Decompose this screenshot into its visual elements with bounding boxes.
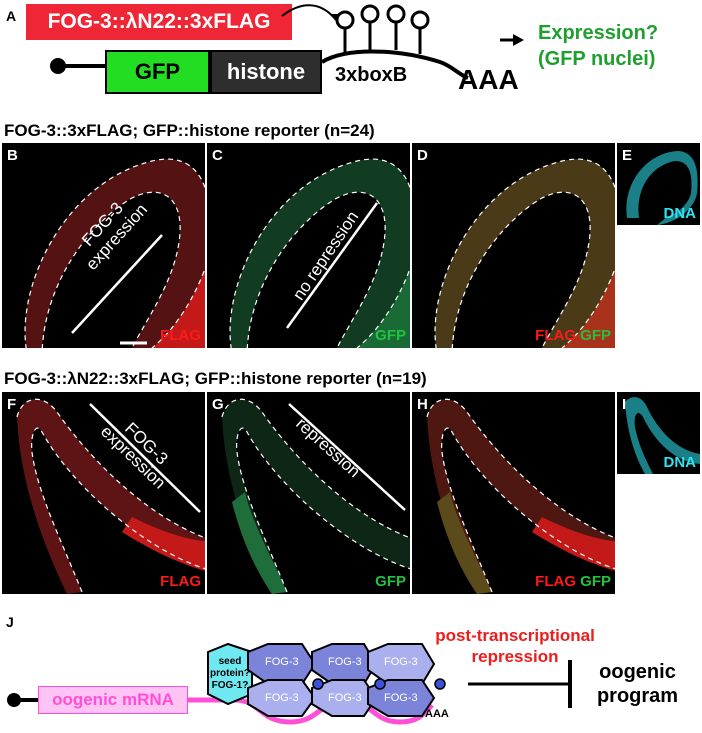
- polya-label-a: AAA: [458, 64, 519, 95]
- histone-box-label: histone: [226, 59, 306, 84]
- polya-label-j: AAA: [425, 708, 449, 720]
- gonad-c: [229, 158, 410, 348]
- fog3-label-2: FOG-3: [328, 656, 362, 668]
- seed-line-3: FOG-1?: [211, 680, 249, 691]
- gfp-label-g: GFP: [375, 573, 406, 590]
- gfp-box: [105, 50, 210, 94]
- panel-letter-f: F: [7, 396, 17, 413]
- prog-line-2: program: [596, 685, 679, 707]
- gonad-e: [626, 151, 698, 225]
- gfp-label-d: GFP: [580, 327, 611, 344]
- gonad-i: [625, 397, 700, 474]
- boxb-label: 3xboxB: [335, 64, 408, 86]
- oogenic-program-label: oogenic program: [580, 660, 695, 708]
- gonad-b: [24, 158, 205, 348]
- micrograph-i: I DNA: [617, 392, 700, 474]
- micrograph-h: H FLAG GFP: [412, 392, 615, 594]
- fog3-label-3: FOG-3: [384, 656, 418, 668]
- panel-letter-g: G: [212, 396, 224, 413]
- construct-label-box: [26, 4, 292, 40]
- flag-label-h: FLAG: [535, 573, 576, 590]
- seed-line-2: protein?: [210, 668, 250, 679]
- gonad-f: [16, 398, 205, 594]
- micrograph-f: F FOG-3 expression FLAG: [2, 392, 205, 594]
- panel-label-a: A: [6, 8, 17, 24]
- dna-label-e: DNA: [663, 205, 697, 222]
- gonad-h: [426, 398, 615, 594]
- dna-label-i: DNA: [663, 454, 697, 471]
- flag-label-d: FLAG: [535, 327, 576, 344]
- row2-title: FOG-3::λN22::3xFLAG; GFP::histone report…: [4, 369, 427, 388]
- seed-line-1: seed: [218, 656, 242, 667]
- histone-box: [210, 50, 322, 94]
- panel-letter-e: E: [622, 147, 633, 164]
- fog3-label-5: FOG-3: [328, 692, 362, 704]
- gonad-g: [221, 398, 410, 594]
- construct-label: FOG-3::λN22::3xFLAG: [47, 10, 271, 33]
- panel-letter-i: I: [622, 396, 627, 413]
- row1-title: FOG-3::3xFLAG; GFP::histone reporter (n=…: [4, 121, 375, 140]
- micrograph-c: C no repression GFP: [207, 143, 410, 348]
- fog3-label-1: FOG-3: [265, 656, 299, 668]
- panel-label-j: J: [6, 614, 14, 630]
- merge-label-d: FLAG GFP: [535, 327, 611, 344]
- expression-question: Expression?: [538, 22, 659, 44]
- gonad-d: [434, 158, 615, 348]
- ptr-line-2: repression: [471, 647, 559, 666]
- gfp-box-label: GFP: [134, 59, 181, 84]
- panel-letter-b: B: [7, 147, 18, 164]
- micrograph-e: E DNA: [617, 143, 700, 225]
- micrograph-g: G repression GFP: [207, 392, 410, 594]
- panel-letter-d: D: [417, 147, 428, 164]
- panel-letter-c: C: [212, 147, 223, 164]
- prog-line-1: oogenic: [599, 661, 676, 683]
- micrograph-d: D FLAG GFP: [412, 143, 615, 348]
- seed-protein-label: seed protein? FOG-1?: [204, 656, 256, 692]
- fog3-label-4: FOG-3: [265, 692, 299, 704]
- panel-letter-h: H: [417, 396, 428, 413]
- gfp-label-c: GFP: [375, 327, 406, 344]
- fog3-label-6: FOG-3: [384, 692, 418, 704]
- mrna-label: oogenic mRNA: [52, 690, 174, 709]
- flag-label-b: FLAG: [160, 327, 201, 344]
- ptr-label: post-transcriptional repression: [420, 625, 610, 667]
- gfp-label-h: GFP: [580, 573, 611, 590]
- mrna-box: [38, 686, 188, 714]
- ptr-line-1: post-transcriptional: [435, 626, 595, 645]
- gfp-nuclei-label: (GFP nuclei): [538, 48, 656, 70]
- micrograph-b: B FOG-3 expression FLAG: [2, 143, 205, 348]
- flag-label-f: FLAG: [160, 573, 201, 590]
- merge-label-h: FLAG GFP: [535, 573, 611, 590]
